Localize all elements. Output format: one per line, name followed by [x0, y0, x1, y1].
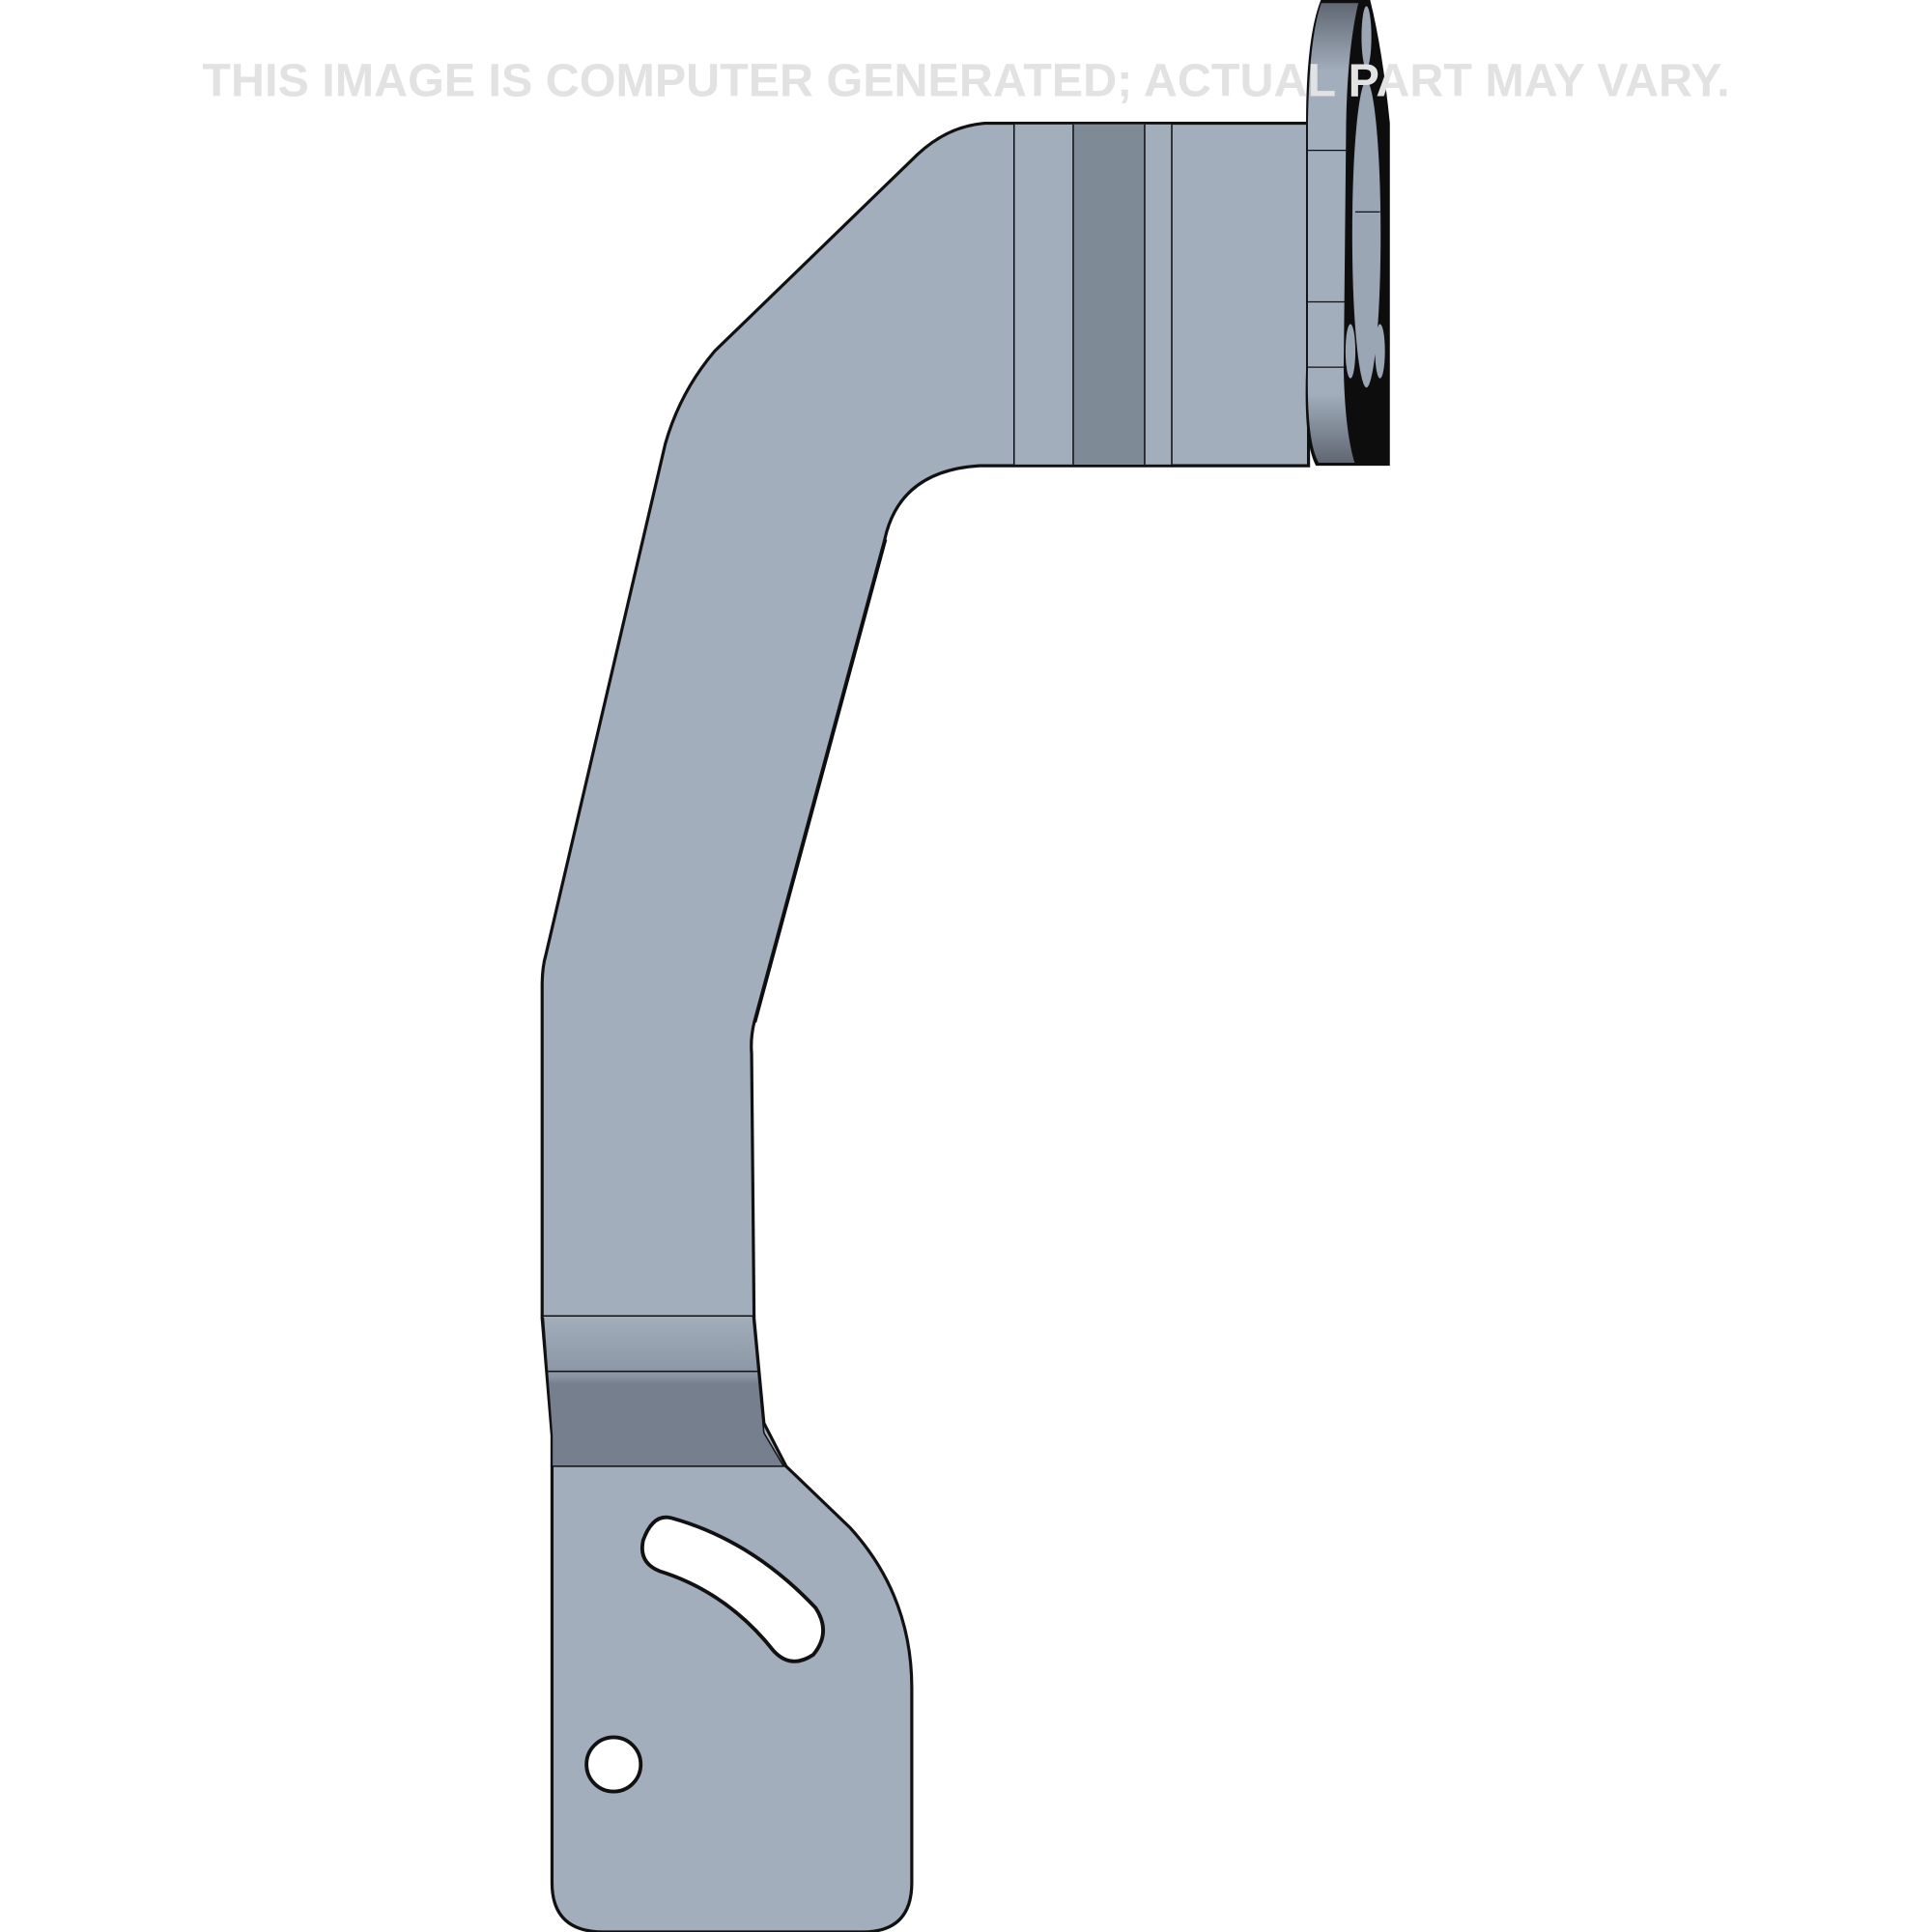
bracket-body: [540, 121, 1311, 1932]
bottom-bend: [540, 1315, 785, 1467]
adjustment-slot: [640, 1515, 825, 1663]
watermark-text: THIS IMAGE IS COMPUTER GENERATED; ACTUAL…: [202, 54, 1729, 106]
flange-face: [1306, 1, 1360, 465]
flange-bolt-hole: [1375, 324, 1385, 379]
flange-lines: [1307, 149, 1380, 368]
flange-bolt-hole: [1345, 324, 1356, 379]
bracket-edge: [753, 539, 888, 1023]
flange-hole: [1350, 79, 1382, 389]
mounting-hole: [584, 1735, 643, 1794]
flange-hole-top: [1361, 6, 1372, 69]
top-bend-lines: [1012, 124, 1173, 465]
top-bend-shade: [1072, 124, 1145, 465]
